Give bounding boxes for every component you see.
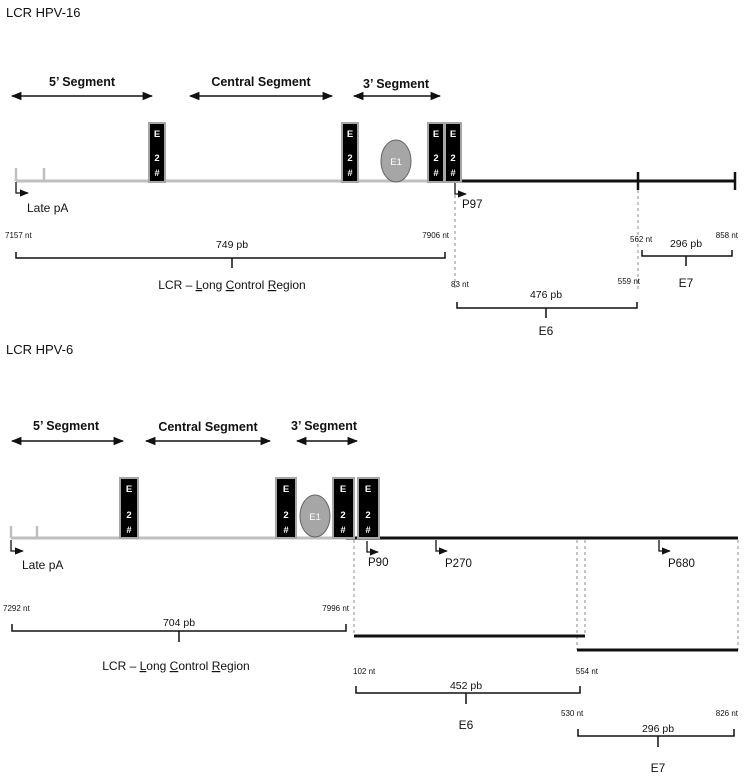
svg-text:E: E xyxy=(154,129,160,140)
hpv6-e6-end-nt: 554 nt xyxy=(576,667,599,676)
hpv6-e2-binding-site: E 2 # xyxy=(357,477,380,539)
hpv6-panel: LCR HPV-6 5’ Segment Central Segment 3’ … xyxy=(3,342,739,775)
hpv6-central-label: Central Segment xyxy=(158,420,258,434)
svg-text:2: 2 xyxy=(340,510,345,521)
hpv16-e7-start-nt: 562 nt xyxy=(630,235,653,244)
svg-text:2: 2 xyxy=(365,510,370,521)
hpv6-lcr-name: LCR – Long Control Region xyxy=(102,659,249,673)
hpv16-p97-arrow xyxy=(454,183,467,198)
hpv16-e7-label: E7 xyxy=(679,276,694,290)
svg-text:2: 2 xyxy=(154,153,159,164)
hpv6-p270-label: P270 xyxy=(445,558,472,570)
svg-text:E: E xyxy=(340,484,346,495)
svg-text:E: E xyxy=(365,484,371,495)
svg-text:2: 2 xyxy=(126,510,131,521)
hpv16-section-title: LCR HPV-16 xyxy=(6,5,80,20)
svg-text:2: 2 xyxy=(433,153,438,164)
svg-text:E1: E1 xyxy=(309,512,321,523)
hpv6-p90-label: P90 xyxy=(368,557,388,569)
hpv16-lcr-end-nt: 7906 nt xyxy=(422,231,449,240)
hpv16-late-pa-arrow xyxy=(15,182,29,197)
svg-text:E: E xyxy=(433,129,439,140)
hpv6-e6-label: E6 xyxy=(459,718,474,732)
svg-text:#: # xyxy=(126,525,132,536)
hpv6-e7-length: 296 pb xyxy=(642,723,674,735)
svg-text:E: E xyxy=(347,129,353,140)
hpv16-e2-binding-site: E 2 # xyxy=(341,122,359,183)
hpv6-lcr-brace xyxy=(11,624,347,642)
hpv16-e7-brace xyxy=(641,250,733,266)
hpv6-e7-brace xyxy=(577,729,735,747)
hpv6-e6-brace xyxy=(355,686,581,704)
hpv6-p680-label: P680 xyxy=(668,558,695,570)
hpv16-panel: LCR HPV-16 5’ Segment Central Segment 3’… xyxy=(5,5,739,338)
svg-text:#: # xyxy=(433,168,439,179)
hpv6-seg3-label: 3’ Segment xyxy=(291,419,358,433)
hpv16-central-label: Central Segment xyxy=(211,75,311,89)
hpv6-lcr-start-nt: 7292 nt xyxy=(3,604,30,613)
hpv6-e1-binding-site: E1 xyxy=(299,494,331,538)
hpv6-e7-start-nt: 530 nt xyxy=(561,709,584,718)
hpv16-seg3-label: 3’ Segment xyxy=(363,77,430,91)
svg-text:E: E xyxy=(450,129,456,140)
hpv6-seg5-label: 5’ Segment xyxy=(33,419,100,433)
hpv16-e6-end-nt: 559 nt xyxy=(618,277,641,286)
hpv16-lcr-start-nt: 7157 nt xyxy=(5,231,32,240)
hpv16-lcr-length: 749 pb xyxy=(216,239,248,251)
svg-text:2: 2 xyxy=(347,153,352,164)
svg-text:E: E xyxy=(126,484,132,495)
hpv16-p97-label: P97 xyxy=(462,199,482,211)
hpv6-e6-length: 452 pb xyxy=(450,680,482,692)
hpv16-e6-start-nt: 83 nt xyxy=(451,280,470,289)
hpv6-e7-label: E7 xyxy=(651,761,666,775)
svg-text:E: E xyxy=(283,484,289,495)
hpv6-e2-binding-site: E 2 # xyxy=(332,477,355,539)
hpv6-section-title: LCR HPV-6 xyxy=(6,342,73,357)
hpv16-e6-label: E6 xyxy=(539,324,554,338)
hpv6-e6-start-nt: 102 nt xyxy=(353,667,376,676)
hpv16-e7-end-nt: 858 nt xyxy=(716,231,739,240)
hpv16-lcr-name: LCR – Long Control Region xyxy=(158,278,305,292)
hpv16-seg5-label: 5’ Segment xyxy=(49,75,116,89)
hpv16-e2-binding-site: E 2 # xyxy=(427,122,445,183)
hpv6-e2-binding-site: E 2 # xyxy=(119,477,139,539)
hpv6-late-pa-label: Late pA xyxy=(22,558,63,572)
svg-text:#: # xyxy=(340,525,346,536)
hpv16-e6-length: 476 pb xyxy=(530,289,562,301)
hpv16-e2-binding-site: E 2 # xyxy=(444,122,462,183)
hpv16-e1-binding-site: E1 xyxy=(380,139,412,183)
hpv6-e7-end-nt: 826 nt xyxy=(716,709,739,718)
hpv16-e6-brace xyxy=(456,302,638,318)
hpv6-late-pa-arrow xyxy=(10,540,24,555)
hpv16-lcr-brace xyxy=(15,252,446,268)
hpv6-p270-arrow xyxy=(435,540,448,555)
svg-text:2: 2 xyxy=(450,153,455,164)
hpv16-late-pa-label: Late pA xyxy=(27,201,68,215)
hpv6-p90-arrow xyxy=(366,541,379,556)
svg-text:#: # xyxy=(154,168,160,179)
hpv6-lcr-end-nt: 7996 nt xyxy=(322,604,349,613)
hpv6-p680-arrow xyxy=(658,540,671,555)
svg-text:E1: E1 xyxy=(390,157,402,168)
svg-text:#: # xyxy=(450,168,456,179)
svg-text:2: 2 xyxy=(283,510,288,521)
svg-text:#: # xyxy=(347,168,353,179)
hpv6-lcr-length: 704 pb xyxy=(163,617,195,629)
hpv16-e7-length: 296 pb xyxy=(670,238,702,250)
hpv6-e2-binding-site: E 2 # xyxy=(275,477,297,539)
svg-text:#: # xyxy=(365,525,371,536)
hpv16-e2-binding-site: E 2 # xyxy=(148,122,166,183)
svg-text:#: # xyxy=(283,525,289,536)
